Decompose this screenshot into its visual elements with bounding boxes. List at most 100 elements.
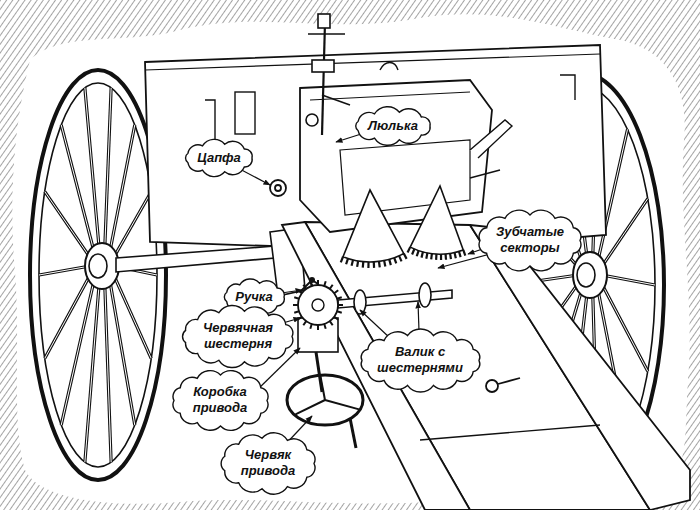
toothed-sector xyxy=(410,186,463,254)
gear-tooth xyxy=(337,297,342,299)
cloud-outline xyxy=(186,139,253,176)
gear-tooth xyxy=(324,324,326,329)
wheel-spoke xyxy=(602,275,655,285)
wheel xyxy=(85,243,119,289)
gear-tooth xyxy=(455,252,456,258)
wheel-spoke xyxy=(105,282,111,463)
sight xyxy=(322,22,325,135)
cloud-outline xyxy=(479,210,581,271)
wheel-spoke xyxy=(39,266,90,275)
trail xyxy=(282,222,690,510)
wheel-spoke xyxy=(602,275,655,285)
gear-tooth xyxy=(294,297,299,299)
callout-cloud: Червячная шестерня xyxy=(179,306,297,367)
gear-tooth xyxy=(378,261,381,267)
cloud-outline xyxy=(172,370,267,430)
gear-tooth xyxy=(317,325,319,330)
gear-tooth xyxy=(430,254,433,260)
callout-cloud: Коробка привода xyxy=(169,370,272,431)
gear-tooth xyxy=(334,317,338,320)
cradle xyxy=(340,140,470,215)
gear-tooth xyxy=(389,259,391,265)
wheel-spoke xyxy=(105,88,111,251)
cradle xyxy=(270,180,286,196)
gear-tooth xyxy=(404,254,407,259)
axle xyxy=(116,246,275,272)
handle xyxy=(300,280,318,292)
wheel-spoke xyxy=(601,199,648,268)
cradle xyxy=(470,170,500,178)
leader-line xyxy=(219,128,520,463)
wheel xyxy=(39,83,157,467)
wheel-spoke xyxy=(45,192,91,259)
sight xyxy=(312,60,334,72)
sight xyxy=(306,14,350,135)
shaft-gear xyxy=(419,283,431,307)
elevating-gear xyxy=(287,186,465,448)
gear-tooth xyxy=(310,324,312,329)
gear-tooth xyxy=(399,256,401,261)
gear-tooth xyxy=(337,311,342,313)
label-text-wrap: Ручка xyxy=(235,289,272,305)
gear-tooth xyxy=(294,311,299,313)
cradle xyxy=(275,185,281,191)
handwheel-spoke xyxy=(325,400,359,409)
gear-tooth xyxy=(341,257,343,263)
shield-plate xyxy=(380,63,398,71)
cloud-outline xyxy=(183,305,293,367)
label-text-wrap: Люлька xyxy=(368,118,418,134)
wheel-spoke xyxy=(601,282,648,371)
gear-tooth xyxy=(440,254,442,260)
worm-gear xyxy=(312,299,324,311)
wheel-spoke xyxy=(105,88,111,251)
wheel-spoke xyxy=(601,199,648,268)
gear-tooth xyxy=(373,262,376,268)
callout-cloud: Цапфа xyxy=(181,139,257,177)
gear-tooth xyxy=(346,259,348,265)
gear-tooth xyxy=(408,247,411,252)
worm-shaft xyxy=(316,352,322,392)
gear-tooth xyxy=(293,304,298,306)
callout-label: Валик с шестернями xyxy=(377,344,463,376)
label-text-wrap: Валик с шестернями xyxy=(377,344,463,376)
label-text-wrap: Червяк привода xyxy=(236,447,300,479)
wheel-spoke xyxy=(45,273,91,358)
cradle xyxy=(300,80,492,232)
gear-tooth xyxy=(352,260,353,266)
callout-label: Цапфа xyxy=(197,150,241,166)
callout-label: Червячная шестерня xyxy=(199,320,277,352)
callout-cloud: Зубчатые секторы xyxy=(475,210,585,271)
handwheel xyxy=(287,375,363,425)
handwheel-spoke xyxy=(320,376,325,400)
callout-label: Червяк привода xyxy=(236,447,300,479)
label-text-wrap: Цапфа xyxy=(197,150,241,166)
trail xyxy=(486,380,498,392)
wheel-spoke xyxy=(601,282,648,371)
gear-tooth xyxy=(421,252,423,258)
label-text-wrap: Коробка привода xyxy=(187,384,253,416)
wheel-spoke xyxy=(105,282,111,463)
gear-tooth xyxy=(426,253,427,259)
gear-tooth xyxy=(463,250,465,256)
sight xyxy=(308,33,345,35)
gear-tooth xyxy=(444,254,447,260)
sight xyxy=(318,14,330,28)
callout-label: Люлька xyxy=(368,118,418,134)
wheel-spoke xyxy=(109,279,134,426)
shield-plate xyxy=(145,54,600,70)
wheel-spoke xyxy=(45,273,91,358)
wheel xyxy=(577,263,595,287)
callout-label: Коробка привода xyxy=(187,384,253,416)
gear-tooth xyxy=(303,321,306,325)
gear-tooth xyxy=(367,262,369,268)
toothed-sector xyxy=(343,190,404,262)
gear-tooth xyxy=(412,249,414,255)
worm-gear xyxy=(298,285,338,325)
wheel-spoke xyxy=(85,88,99,251)
cradle xyxy=(470,120,512,158)
